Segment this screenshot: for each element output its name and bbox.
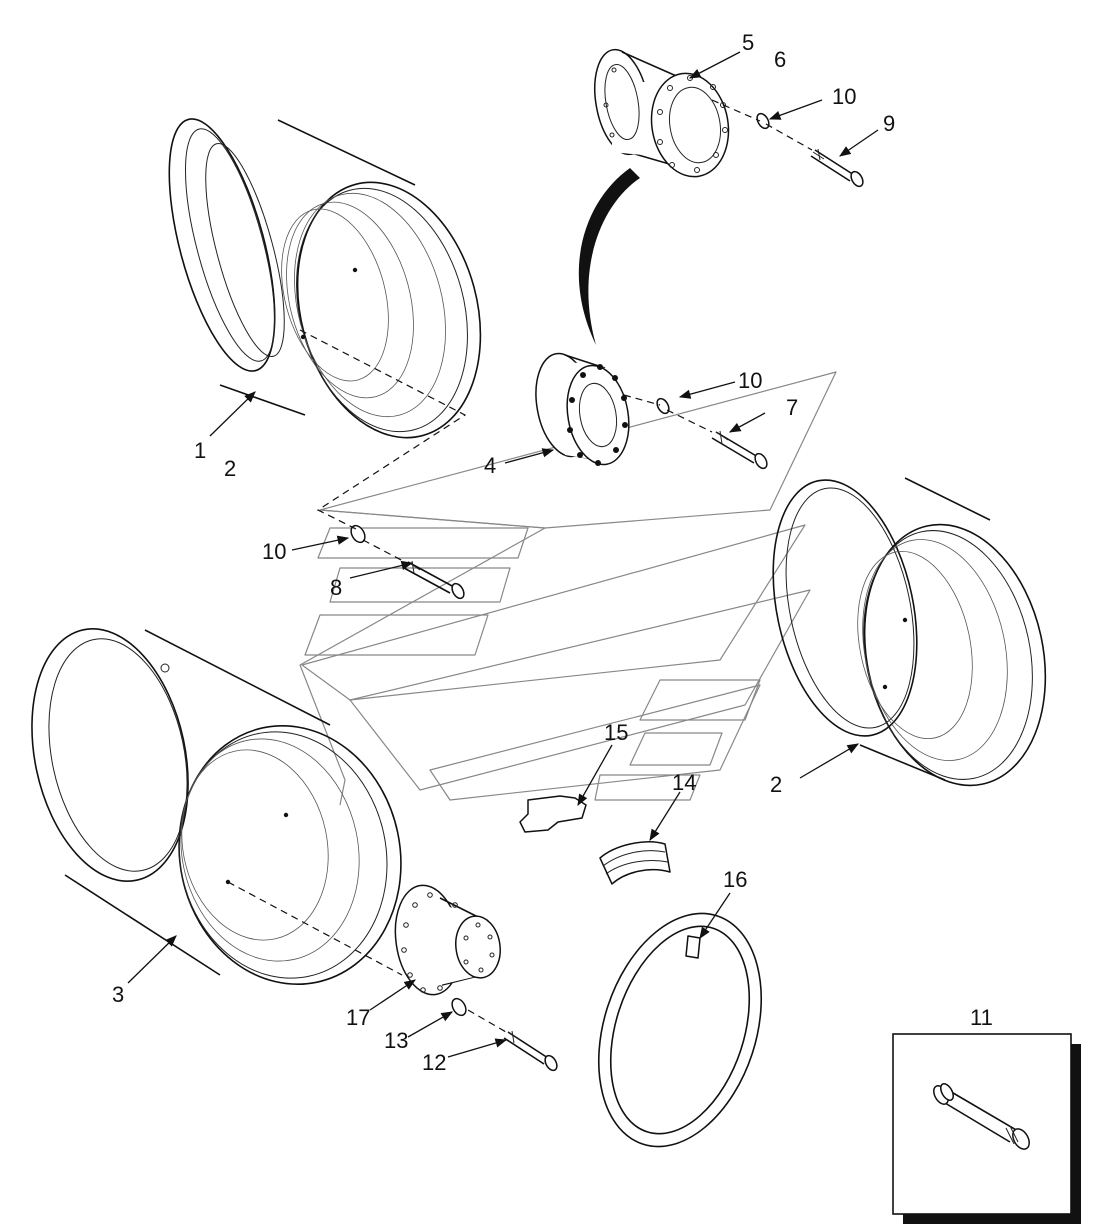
callout-17: 17 xyxy=(346,1005,370,1030)
ring-16 xyxy=(597,912,763,1148)
callout-7: 7 xyxy=(786,395,798,420)
callout-4: 4 xyxy=(484,453,496,478)
callout-2: 2 xyxy=(770,772,782,797)
callout-5: 5 xyxy=(742,30,754,55)
callout-1: 1 xyxy=(194,438,206,463)
assembly-swoosh xyxy=(578,168,640,345)
inset-box-11 xyxy=(892,1033,1081,1224)
leader-lines xyxy=(127,51,879,1058)
hub-4 xyxy=(535,352,630,466)
bolt-12 xyxy=(503,1030,558,1072)
hub-17 xyxy=(394,884,501,996)
callout-9: 9 xyxy=(883,111,895,136)
callout-15: 15 xyxy=(604,720,628,745)
watermark-logo xyxy=(299,371,837,806)
callout-2: 2 xyxy=(224,456,236,481)
wheel-rim-2 xyxy=(772,477,1047,787)
decal-15 xyxy=(519,795,587,833)
bolt-8 xyxy=(403,560,465,600)
callout-3: 3 xyxy=(112,982,124,1007)
pin-11 xyxy=(933,1083,1030,1150)
callout-10: 10 xyxy=(738,368,762,393)
callout-10: 10 xyxy=(832,84,856,109)
callout-14: 14 xyxy=(672,770,696,795)
washer-10-top xyxy=(756,112,770,130)
washer-10-mid xyxy=(656,397,670,415)
decal-14 xyxy=(599,841,671,885)
callout-16: 16 xyxy=(723,867,747,892)
wheel-rim-3 xyxy=(31,628,402,985)
assembly-lines xyxy=(227,99,813,1033)
callout-12: 12 xyxy=(422,1050,446,1075)
wheel-rim-1 xyxy=(168,118,482,439)
washer-10-low xyxy=(350,524,366,544)
callout-labels: 1 2 2 3 4 5 6 7 8 9 10 10 10 11 12 13 14… xyxy=(112,30,993,1075)
washer-13 xyxy=(451,997,467,1017)
callout-6: 6 xyxy=(774,47,786,72)
hub-adapter-5 xyxy=(594,48,730,178)
callout-8: 8 xyxy=(330,575,342,600)
bolt-7 xyxy=(711,430,768,470)
callout-10: 10 xyxy=(262,539,286,564)
callout-11: 11 xyxy=(970,1005,993,1030)
callout-13: 13 xyxy=(384,1028,408,1053)
bolt-9 xyxy=(810,148,864,188)
